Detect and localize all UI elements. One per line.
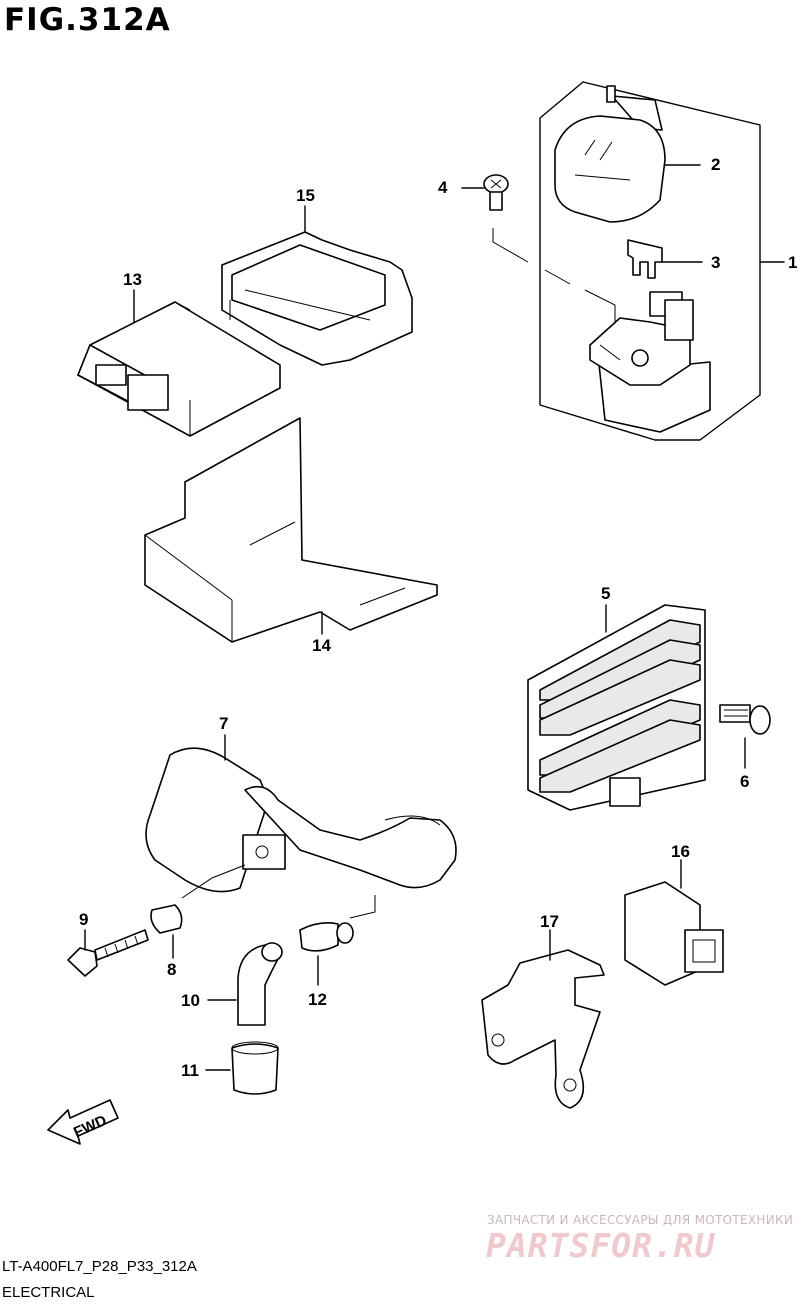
fwd-direction-arrow: FWD — [47, 1099, 119, 1145]
callout-14: 14 — [312, 636, 331, 655]
callout-8: 8 — [167, 960, 176, 979]
part-11-cap[interactable] — [205, 1041, 279, 1095]
callout-12: 12 — [308, 990, 327, 1009]
part-12-plug-cap[interactable] — [299, 895, 376, 986]
callout-4: 4 — [438, 178, 448, 197]
callout-11: 11 — [181, 1061, 199, 1080]
part-13-ecu[interactable] — [77, 289, 281, 437]
callout-1: 1 — [788, 253, 797, 272]
relay-body[interactable] — [589, 291, 711, 433]
part-8-spacer[interactable] — [150, 864, 246, 959]
part-7-ignition-coil[interactable] — [145, 734, 457, 893]
part-10-plug-cap[interactable] — [207, 942, 283, 1026]
watermark-tagline: ЗАПЧАСТИ И АКСЕССУАРЫ ДЛЯ МОТОТЕХНИКИ — [487, 1213, 794, 1227]
section-name: ELECTRICAL — [2, 1284, 95, 1301]
callout-10: 10 — [181, 991, 200, 1010]
part-3-fuse[interactable] — [627, 239, 703, 279]
part-4-screw[interactable] — [461, 174, 616, 325]
part-6-bolt[interactable] — [719, 704, 771, 769]
callout-3: 3 — [711, 253, 720, 272]
callout-17: 17 — [540, 912, 559, 931]
part-14-bracket[interactable] — [144, 417, 438, 643]
callout-7: 7 — [219, 714, 228, 733]
part-15-ecu-cover[interactable] — [221, 205, 413, 366]
part-2-relay-cover[interactable] — [554, 85, 701, 223]
model-code: LT-A400FL7_P28_P33_312A — [2, 1258, 197, 1275]
part-5-regulator[interactable] — [527, 604, 706, 811]
callout-13: 13 — [123, 270, 142, 289]
callout-9: 9 — [79, 910, 88, 929]
part-9-bolt[interactable] — [67, 929, 149, 977]
figure-title: FIG.312A — [4, 2, 171, 38]
watermark-logo: PARTSFOR.RU — [486, 1226, 716, 1265]
part-16-connector[interactable] — [624, 859, 724, 986]
callout-5: 5 — [601, 584, 610, 603]
assembly-frame-1 — [539, 81, 785, 441]
callout-6: 6 — [740, 772, 749, 791]
callout-16: 16 — [671, 842, 690, 861]
callout-2: 2 — [711, 155, 720, 174]
part-17-bracket[interactable] — [481, 929, 605, 1109]
callout-15: 15 — [296, 186, 315, 205]
